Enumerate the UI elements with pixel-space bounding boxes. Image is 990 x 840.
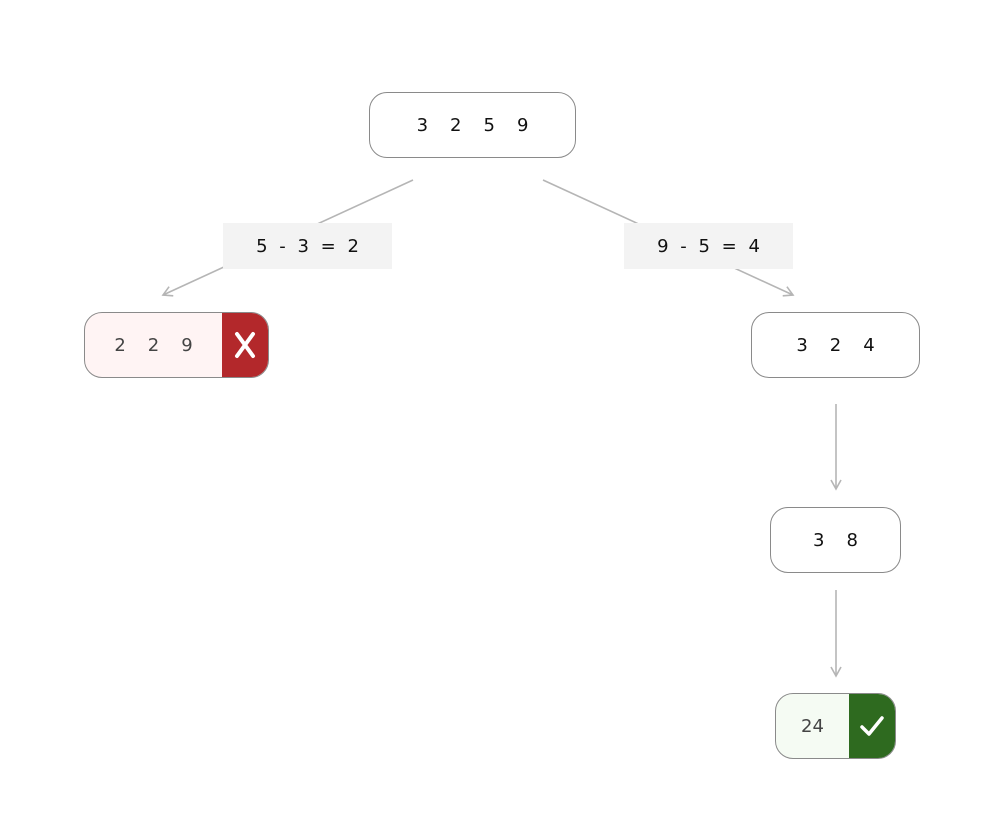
root-numbers: 3 2 5 9 (370, 93, 575, 157)
step2-node: 3 8 (770, 507, 901, 573)
operation-label-right: 9 - 5 = 4 (624, 223, 793, 269)
right-numbers: 3 2 4 (752, 313, 919, 377)
number: 9 (516, 114, 529, 136)
number: 5 (483, 114, 495, 136)
number: 9 (181, 334, 193, 356)
number: 3 (796, 334, 808, 356)
number: 3 (813, 529, 825, 551)
operation-label-left: 5 - 3 = 2 (223, 223, 392, 269)
number: 4 (863, 334, 875, 356)
check-icon (849, 694, 895, 758)
x-icon (222, 313, 268, 377)
left-node-failed: 2 2 9 (84, 312, 269, 378)
number: 2 (829, 334, 842, 356)
number: 3 (416, 114, 429, 136)
number: 24 (801, 715, 824, 737)
number: 2 (147, 334, 160, 356)
right-node: 3 2 4 (751, 312, 920, 378)
step2-numbers: 3 8 (771, 508, 900, 572)
result-node-success: 24 (775, 693, 896, 759)
number: 8 (846, 529, 858, 551)
number: 2 (114, 334, 126, 356)
left-numbers: 2 2 9 (85, 313, 222, 377)
result-numbers: 24 (776, 694, 849, 758)
number: 2 (450, 114, 462, 136)
root-node: 3 2 5 9 (369, 92, 576, 158)
